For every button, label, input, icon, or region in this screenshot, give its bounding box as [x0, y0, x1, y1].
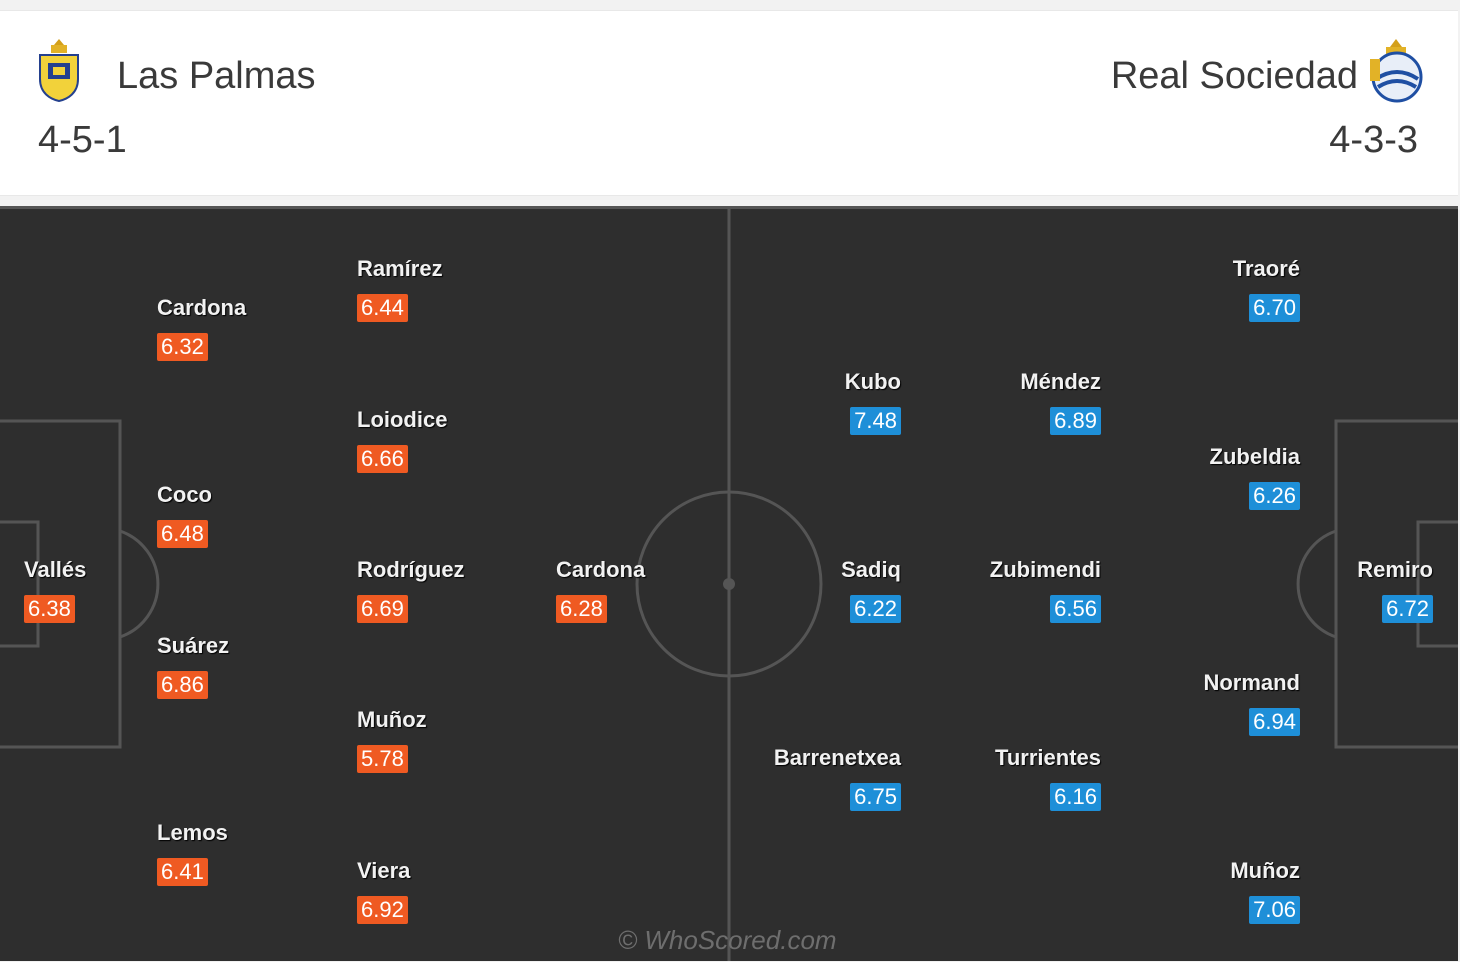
las-palmas-crest-icon	[39, 39, 79, 103]
player-rating: 6.32	[157, 333, 208, 361]
player-rating: 7.06	[1249, 896, 1300, 924]
away-player[interactable]: Kubo 7.48	[741, 369, 901, 435]
home-player[interactable]: Suárez 6.86	[157, 633, 317, 699]
player-rating: 6.89	[1050, 407, 1101, 435]
away-player[interactable]: Normand 6.94	[1140, 670, 1300, 736]
home-player[interactable]: Loiodice 6.66	[357, 407, 517, 473]
player-name: Lemos	[157, 820, 228, 845]
pitch: Vallés 6.38 Cardona 6.32 Coco 6.48 Suáre…	[0, 206, 1458, 961]
player-name: Muñoz	[357, 707, 427, 732]
player-rating: 6.69	[357, 595, 408, 623]
player-rating: 6.86	[157, 671, 208, 699]
player-name: Remiro	[1357, 557, 1433, 582]
away-team-name[interactable]: Real Sociedad	[1110, 55, 1358, 97]
player-name: Normand	[1203, 670, 1300, 695]
player-name: Muñoz	[1230, 858, 1300, 883]
player-name: Ramírez	[357, 256, 443, 281]
player-name: Méndez	[1020, 369, 1101, 394]
away-player[interactable]: Traoré 6.70	[1140, 256, 1300, 322]
player-name: Viera	[357, 858, 411, 883]
home-player[interactable]: Muñoz 5.78	[357, 707, 517, 773]
home-player[interactable]: Cardona 6.32	[157, 295, 317, 361]
away-player[interactable]: Remiro 6.72	[1273, 557, 1433, 623]
player-name: Coco	[157, 482, 212, 507]
player-name: Suárez	[157, 633, 230, 658]
player-name: Traoré	[1232, 256, 1300, 281]
real-sociedad-crest-icon	[1370, 39, 1423, 103]
player-rating: 6.44	[357, 294, 408, 322]
player-name: Cardona	[556, 557, 646, 582]
home-player[interactable]: Cardona 6.28	[556, 557, 716, 623]
player-rating: 6.92	[357, 896, 408, 924]
pitch-lines	[0, 209, 1458, 961]
away-player[interactable]: Barrenetxea 6.75	[741, 745, 901, 811]
player-rating: 6.41	[157, 858, 208, 886]
away-player[interactable]: Muñoz 7.06	[1140, 858, 1300, 924]
player-name: Rodríguez	[357, 557, 465, 582]
player-name: Vallés	[24, 557, 87, 582]
player-rating: 6.48	[157, 520, 208, 548]
home-player[interactable]: Coco 6.48	[157, 482, 317, 548]
away-player[interactable]: Zubeldia 6.26	[1140, 444, 1300, 510]
player-rating: 6.75	[850, 783, 901, 811]
away-player[interactable]: Zubimendi 6.56	[941, 557, 1101, 623]
player-name: Turrientes	[995, 745, 1101, 770]
player-rating: 6.38	[24, 595, 75, 623]
player-name: Zubimendi	[989, 557, 1101, 582]
player-name: Kubo	[844, 369, 901, 394]
player-name: Sadiq	[841, 557, 901, 582]
match-header: Las Palmas 4-5-1 Real Sociedad 4-3-3	[0, 10, 1458, 196]
player-rating: 6.26	[1249, 482, 1300, 510]
player-name: Barrenetxea	[773, 745, 901, 770]
player-name: Loiodice	[357, 407, 448, 432]
home-player[interactable]: Viera 6.92	[357, 858, 517, 924]
player-rating: 6.22	[850, 595, 901, 623]
away-player[interactable]: Méndez 6.89	[941, 369, 1101, 435]
away-formation: 4-3-3	[1329, 119, 1418, 161]
player-rating: 7.48	[850, 407, 901, 435]
home-player[interactable]: Vallés 6.38	[24, 557, 184, 623]
away-player[interactable]: Sadiq 6.22	[741, 557, 901, 623]
home-formation: 4-5-1	[38, 119, 127, 161]
home-team-name[interactable]: Las Palmas	[117, 55, 316, 97]
home-player[interactable]: Ramírez 6.44	[357, 256, 517, 322]
player-name: Cardona	[157, 295, 247, 320]
player-rating: 6.16	[1050, 783, 1101, 811]
watermark: © WhoScored.com	[618, 925, 837, 955]
player-rating: 6.70	[1249, 294, 1300, 322]
away-player[interactable]: Turrientes 6.16	[941, 745, 1101, 811]
player-rating: 6.56	[1050, 595, 1101, 623]
player-rating: 6.94	[1249, 708, 1300, 736]
player-rating: 6.28	[556, 595, 607, 623]
home-player[interactable]: Lemos 6.41	[157, 820, 317, 886]
player-name: Zubeldia	[1209, 444, 1300, 469]
player-rating: 6.66	[357, 445, 408, 473]
player-rating: 6.72	[1382, 595, 1433, 623]
player-rating: 5.78	[357, 745, 408, 773]
home-player[interactable]: Rodríguez 6.69	[357, 557, 517, 623]
